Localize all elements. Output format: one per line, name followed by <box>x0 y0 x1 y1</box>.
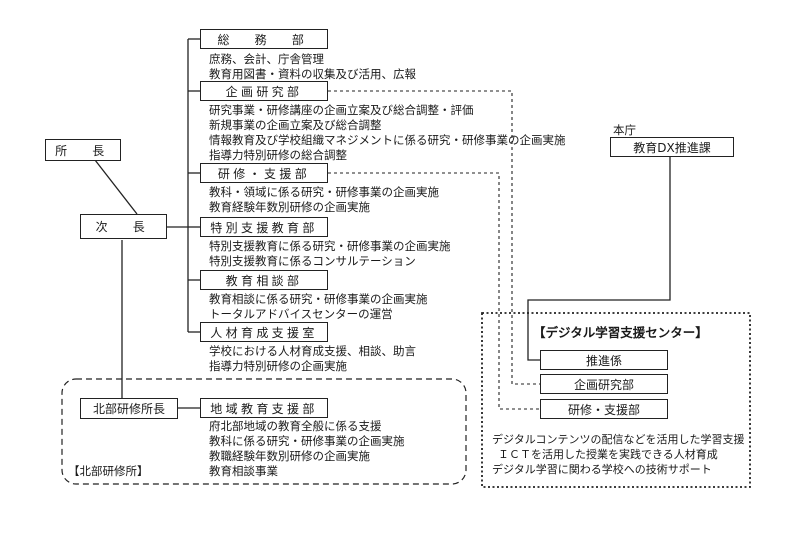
line-shocho-jicho <box>94 159 138 215</box>
dept-jinzai: 人材育成支援室 <box>200 322 328 342</box>
dept-somu-desc: 庶務、会計、庁舎管理 教育用図書・資料の収集及び活用、広報 <box>209 52 416 81</box>
dept-kenshu-desc: 教科・領域に係る研究・研修事業の企画実施 教育経験年数別研修の企画実施 <box>209 185 439 214</box>
dept-kikaku-desc: 研究事業・研修講座の企画立案及び総合調整・評価 新規事業の企画立案及び総合調整 … <box>209 103 566 162</box>
dx-unit-kenshu: 研修・支援部 <box>540 399 668 419</box>
dx-section-box: 教育DX推進課 <box>610 137 734 157</box>
north-office-box: 北部研修所長 <box>80 398 178 419</box>
dept-soudan-desc: 教育相談に係る研究・研修事業の企画実施 トータルアドバイスセンターの運営 <box>209 292 428 321</box>
dx-center-title: 【デジタル学習支援センター】 <box>533 325 708 340</box>
dept-soudan: 教育相談部 <box>200 270 328 290</box>
honcho-label: 本庁 <box>613 123 636 137</box>
north-region-label: 【北部研修所】 <box>68 464 149 478</box>
north-region-frame <box>61 378 467 485</box>
line-dx-suishin <box>527 157 671 361</box>
shocho-box: 所 長 <box>45 139 121 161</box>
dept-somu: 総 務 部 <box>200 29 328 49</box>
dx-unit-kikaku: 企画研究部 <box>540 374 668 394</box>
dept-kikaku: 企画研究部 <box>200 81 328 101</box>
dx-center-frame <box>481 312 751 488</box>
dept-kenshu: 研修・支援部 <box>200 163 328 183</box>
dept-chiiki-desc: 府北部地域の教育全般に係る支援 教科に係る研究・研修事業の企画実施 教職経験年数… <box>209 419 405 478</box>
dx-unit-suishin: 推進係 <box>540 350 668 370</box>
dept-tokubetsu: 特別支援教育部 <box>200 217 328 237</box>
dash-kenshu <box>328 172 540 410</box>
dash-kikaku <box>328 90 540 385</box>
dept-tokubetsu-desc: 特別支援教育に係る研究・研修事業の企画実施 特別支援教育に係るコンサルテーション <box>209 239 451 268</box>
jicho-box: 次 長 <box>80 214 167 239</box>
dept-chiiki: 地域教育支援部 <box>200 398 328 418</box>
dept-jinzai-desc: 学校における人材育成支援、相談、助言 指導力特別研修の企画実施 <box>209 344 416 373</box>
dx-center-desc: デジタルコンテンツの配信などを活用した学習支援 ＩＣＴを活用した授業を実践できる… <box>492 433 745 476</box>
